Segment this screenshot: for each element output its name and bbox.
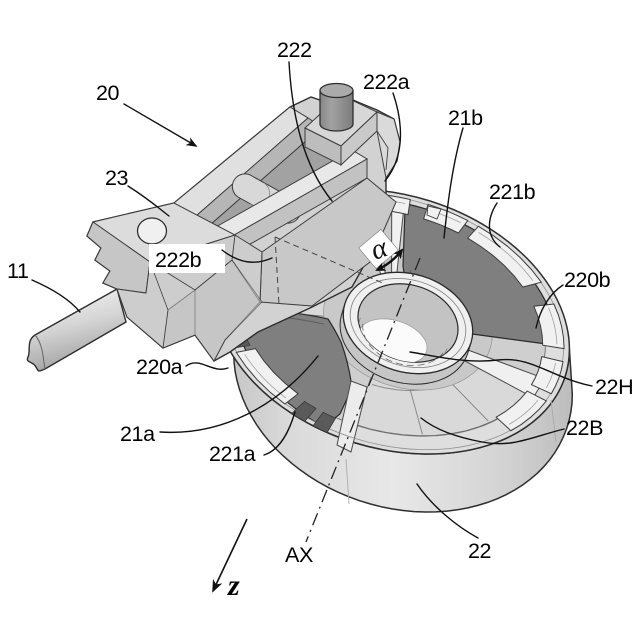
svg-text:22: 22 [468,539,491,563]
svg-text:z: z [227,569,240,602]
svg-text:221a: 221a [209,442,256,466]
svg-text:220b: 220b [564,268,611,292]
svg-text:222b: 222b [155,248,202,272]
svg-text:11: 11 [7,259,29,283]
svg-text:22H: 22H [595,375,633,399]
svg-text:220a: 220a [136,355,183,379]
svg-text:222a: 222a [363,70,410,94]
svg-text:AX: AX [285,543,313,567]
svg-text:222: 222 [277,38,312,62]
svg-text:20: 20 [96,81,120,105]
svg-text:23: 23 [105,166,129,190]
svg-text:21a: 21a [120,422,155,446]
svg-text:221b: 221b [489,180,536,204]
svg-text:22B: 22B [566,416,603,440]
svg-text:21b: 21b [448,106,483,130]
